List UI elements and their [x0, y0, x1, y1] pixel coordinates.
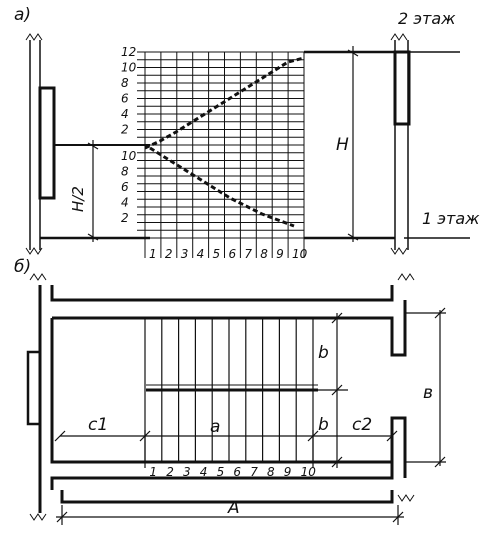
lower-scale-label: 10: [121, 149, 137, 163]
panel-b: б): [14, 257, 446, 525]
floor-1-label: 1 этаж: [422, 209, 480, 228]
plan-step-number: 6: [233, 465, 241, 479]
lower-scale-label: 2: [121, 211, 129, 225]
section-step-number: 4: [197, 247, 205, 261]
plan-step-number: 1: [149, 465, 157, 479]
total-length-label: A: [227, 498, 240, 518]
plan-step-number: 10: [301, 465, 317, 479]
total-width-label: в: [423, 383, 433, 403]
panel-b-label: б): [14, 257, 31, 277]
panel-a: а): [14, 5, 480, 258]
plan-step-number: 3: [183, 465, 191, 479]
flight-width-lower-label: b: [318, 415, 329, 435]
height-label: H: [336, 135, 349, 155]
section-step-number: 1: [149, 247, 157, 261]
plan-step-number: 7: [250, 465, 258, 479]
section-step-number: 9: [276, 247, 284, 261]
landing-right-label: c2: [352, 415, 372, 435]
left-wall-section: [25, 33, 150, 255]
upper-scale-label: 4: [121, 107, 129, 121]
plan-step-number: 2: [166, 465, 174, 479]
upper-scale-label: 8: [121, 76, 129, 90]
lower-scale-label: 6: [121, 180, 129, 194]
flight-width-upper-label: b: [318, 343, 329, 363]
landing-left-label: c1: [88, 415, 108, 435]
section-step-number: 10: [292, 247, 308, 261]
panel-a-label: а): [14, 5, 31, 25]
upper-scale-label: 12: [121, 45, 136, 59]
plan-dimensions: [54, 307, 446, 525]
right-wall-section: [304, 33, 470, 255]
lower-scale-label: 8: [121, 165, 129, 179]
section-step-number: 3: [181, 247, 189, 261]
plan-step-number: 9: [284, 465, 292, 479]
upper-scale-label: 10: [121, 61, 137, 75]
section-step-number: 5: [213, 247, 221, 261]
upper-scale-label: 6: [121, 92, 129, 106]
step-grid: [137, 51, 305, 258]
upper-scale-label: 2: [121, 123, 129, 137]
half-height-dimension: H/2: [69, 140, 99, 242]
stairwell-walls: [26, 273, 415, 521]
plan-step-number: 8: [267, 465, 275, 479]
flight-profile: [144, 56, 305, 228]
half-height-label: H/2: [69, 186, 87, 212]
plan-step-number: 4: [200, 465, 208, 479]
floor-2-label: 2 этаж: [398, 9, 456, 28]
section-step-number: 2: [165, 247, 173, 261]
section-step-number: 8: [260, 247, 268, 261]
height-dimension: H: [336, 46, 359, 242]
section-step-number: 7: [244, 247, 252, 261]
tread-label: a: [210, 417, 220, 437]
lower-scale-label: 4: [121, 196, 129, 210]
plan-step-number: 5: [217, 465, 225, 479]
section-step-number: 6: [228, 247, 236, 261]
